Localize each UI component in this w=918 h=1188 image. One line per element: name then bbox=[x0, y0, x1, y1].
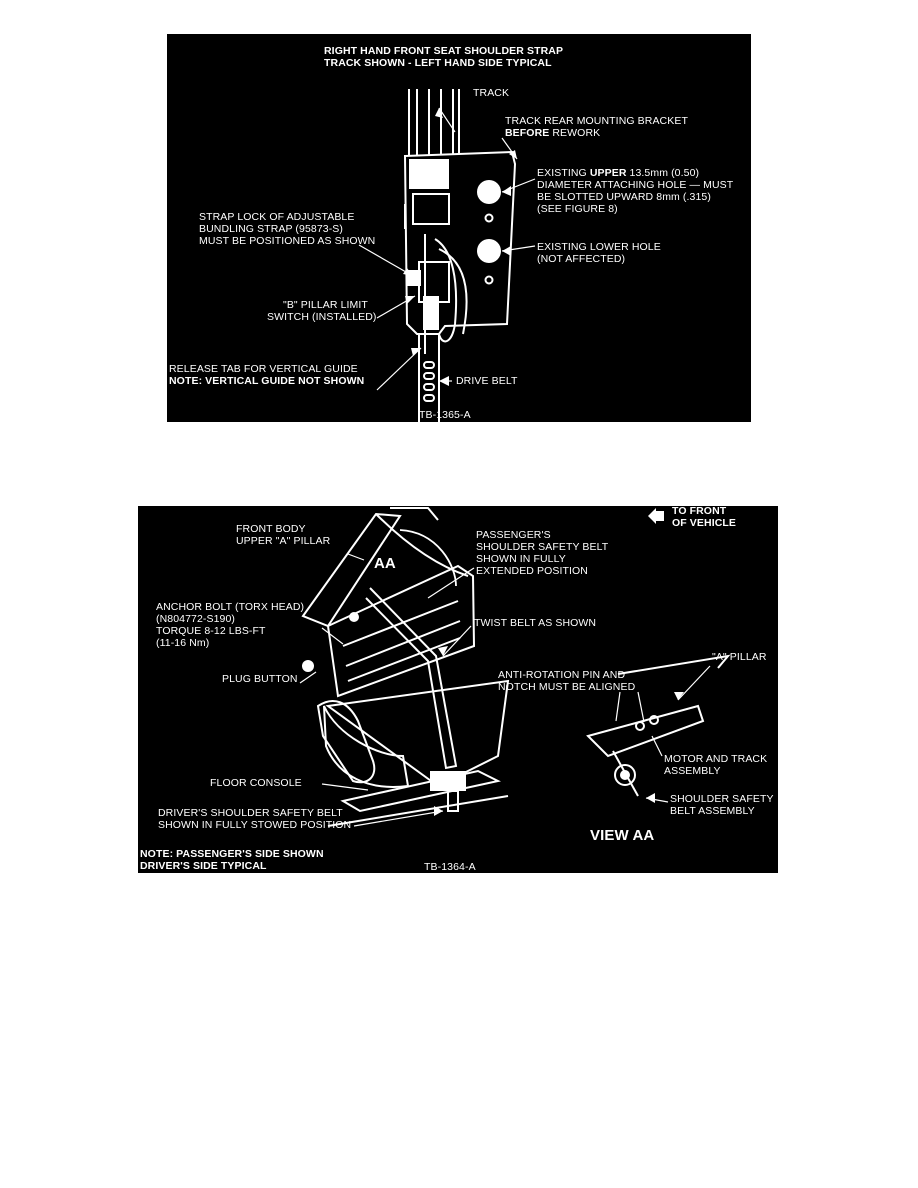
figure2-reference: TB-1364-A bbox=[424, 861, 476, 873]
label-aa: AA bbox=[374, 555, 396, 572]
label-upper-hole-line2: DIAMETER ATTACHING HOLE — MUST bbox=[537, 179, 734, 191]
figure1-reference: TB-1365-A bbox=[419, 409, 471, 421]
label-driver-belt-line2: SHOWN IN FULLY STOWED POSITION bbox=[158, 819, 352, 831]
label-anchor-line4: (11-16 Nm) bbox=[156, 637, 210, 649]
label-bracket-before: BEFORE bbox=[505, 127, 550, 139]
label-motor-track-line2: ASSEMBLY bbox=[664, 765, 721, 777]
label-upper-post: 13.5mm (0.50) bbox=[626, 167, 700, 179]
label-upper-hole-line1: EXISTING UPPER 13.5mm (0.50) bbox=[537, 167, 700, 180]
label-twist-belt: TWIST BELT AS SHOWN bbox=[474, 617, 597, 629]
figure1-title-line1: RIGHT HAND FRONT SEAT SHOULDER STRAP bbox=[324, 45, 564, 57]
label-shoulder-belt-line1: SHOULDER SAFETY bbox=[670, 793, 774, 805]
label-a-pillar: "A" PILLAR bbox=[712, 651, 767, 663]
label-release-line2: NOTE: VERTICAL GUIDE NOT SHOWN bbox=[169, 375, 365, 387]
label-motor-track-line1: MOTOR AND TRACK bbox=[664, 753, 768, 765]
figure1-title-line2: TRACK SHOWN - LEFT HAND SIDE TYPICAL bbox=[324, 57, 552, 69]
label-track: TRACK bbox=[473, 87, 510, 99]
label-strap-line2: BUNDLING STRAP (95873-S) bbox=[199, 223, 344, 235]
label-passenger-line3: SHOWN IN FULLY bbox=[476, 553, 566, 565]
label-note-line1: NOTE: PASSENGER'S SIDE SHOWN bbox=[140, 848, 324, 860]
label-anti-rotation-line2: NOTCH MUST BE ALIGNED bbox=[498, 681, 636, 693]
label-anchor-line2: (N804772-S190) bbox=[156, 613, 236, 625]
label-floor-console: FLOOR CONSOLE bbox=[210, 777, 302, 789]
label-bracket-rework: REWORK bbox=[549, 127, 601, 139]
label-passenger-line2: SHOULDER SAFETY BELT bbox=[476, 541, 609, 553]
label-view-aa: VIEW AA bbox=[590, 827, 655, 844]
label-anchor-line3: TORQUE 8-12 LBS-FT bbox=[156, 625, 266, 637]
figure-track-bracket: RIGHT HAND FRONT SEAT SHOULDER STRAP TRA… bbox=[167, 34, 751, 422]
label-lower-hole-line1: EXISTING LOWER HOLE bbox=[537, 241, 661, 253]
shoulder-belt-illustration bbox=[299, 507, 731, 827]
track-bracket-illustration bbox=[358, 89, 536, 422]
label-strap-line1: STRAP LOCK OF ADJUSTABLE bbox=[199, 211, 355, 223]
label-lower-hole-line2: (NOT AFFECTED) bbox=[537, 253, 626, 265]
label-passenger-line4: EXTENDED POSITION bbox=[476, 565, 588, 577]
label-switch-line2: SWITCH (INSTALLED) bbox=[267, 311, 377, 323]
label-release-line1: RELEASE TAB FOR VERTICAL GUIDE bbox=[169, 363, 358, 375]
figure-shoulder-belt: FRONT BODY UPPER "A" PILLAR AA PASSENGER… bbox=[138, 506, 778, 873]
label-anti-rotation-line1: ANTI-ROTATION PIN AND bbox=[498, 669, 626, 681]
label-front-body-line1: FRONT BODY bbox=[236, 523, 306, 535]
label-plug-button: PLUG BUTTON bbox=[222, 673, 298, 685]
label-to-front-line1: TO FRONT bbox=[672, 506, 727, 517]
label-to-front-line2: OF VEHICLE bbox=[672, 517, 737, 529]
label-drive-belt: DRIVE BELT bbox=[456, 375, 518, 387]
label-front-body-line2: UPPER "A" PILLAR bbox=[236, 535, 331, 547]
label-switch-line1: "B" PILLAR LIMIT bbox=[283, 299, 368, 311]
label-anchor-line1: ANCHOR BOLT (TORX HEAD) bbox=[156, 601, 305, 613]
label-upper-bold: UPPER bbox=[589, 167, 627, 179]
label-note-line2: DRIVER'S SIDE TYPICAL bbox=[140, 860, 267, 872]
label-bracket-line2: BEFORE REWORK bbox=[505, 127, 601, 140]
label-strap-line3: MUST BE POSITIONED AS SHOWN bbox=[199, 235, 376, 247]
label-upper-hole-line3: BE SLOTTED UPWARD 8mm (.315) bbox=[537, 191, 711, 203]
label-passenger-line1: PASSENGER'S bbox=[476, 529, 551, 541]
label-bracket-line1: TRACK REAR MOUNTING BRACKET bbox=[505, 115, 688, 127]
label-upper-hole-line4: (SEE FIGURE 8) bbox=[537, 203, 618, 215]
label-upper-pre: EXISTING bbox=[537, 167, 590, 179]
label-shoulder-belt-line2: BELT ASSEMBLY bbox=[670, 805, 755, 817]
label-driver-belt-line1: DRIVER'S SHOULDER SAFETY BELT bbox=[158, 807, 343, 819]
